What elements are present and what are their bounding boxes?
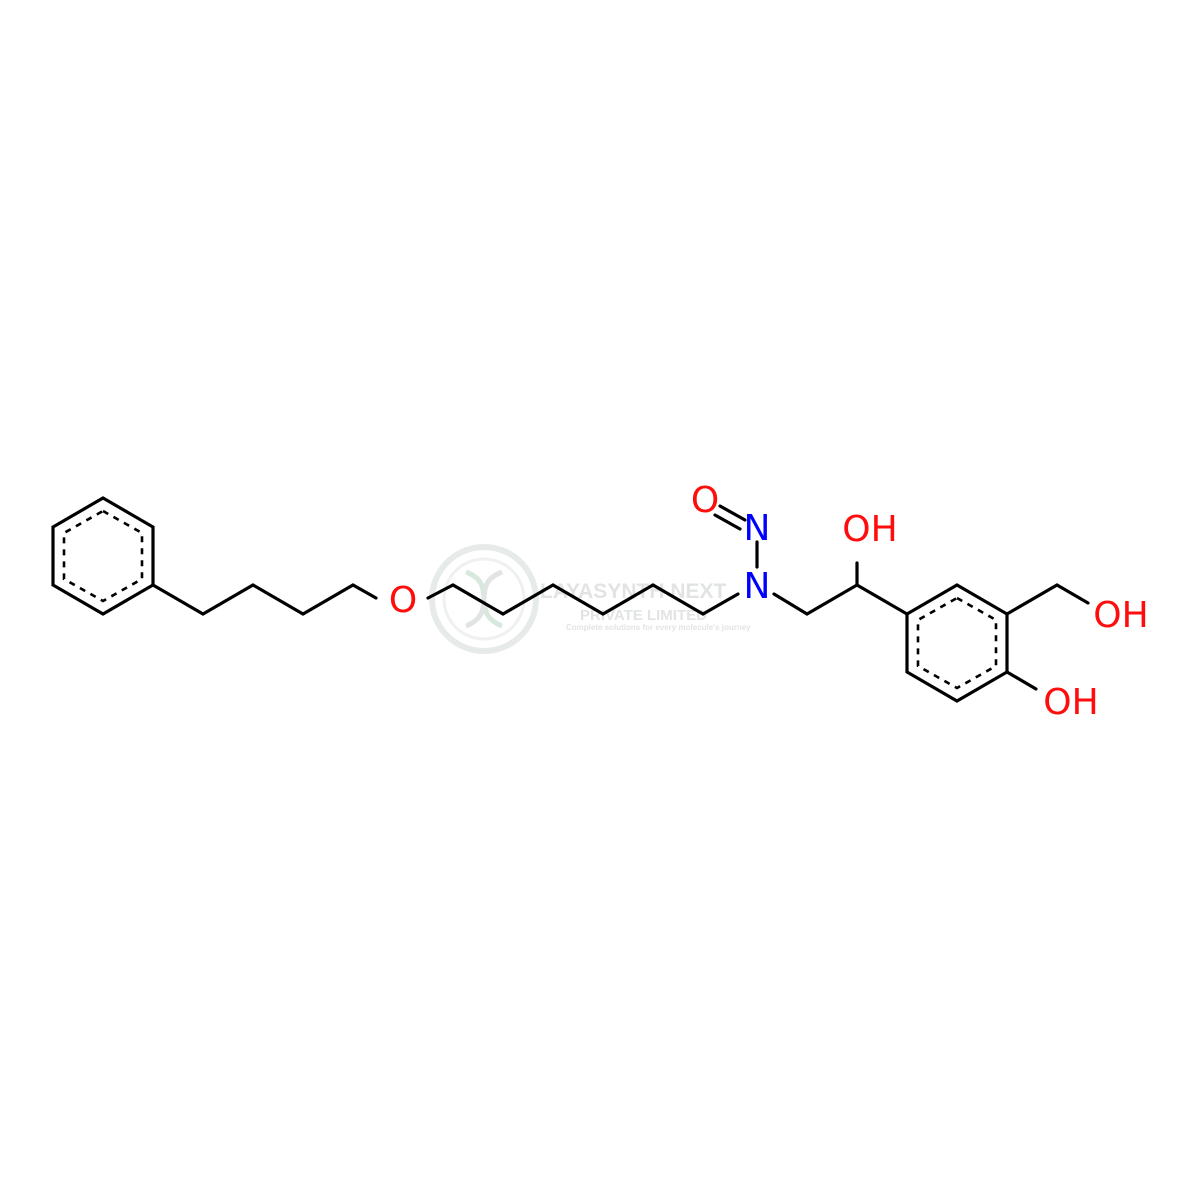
phenyl-ring [51, 496, 155, 616]
watermark-tagline: Complete solutions for every molecule's … [566, 623, 751, 632]
phenol-bond [1005, 670, 1038, 691]
n-o-double-bond-a [718, 504, 747, 522]
phenyl-ring-aromatic [62, 509, 144, 603]
hydroxyphenyl-ring-outline [905, 583, 1009, 703]
nitroso-oxygen-label: O [691, 480, 719, 521]
amine-nitrogen-label: N [744, 566, 771, 607]
hydroxyl-label-3: OH [1043, 682, 1098, 723]
hydroxyl-label-2: OH [1093, 595, 1148, 636]
ether-oxygen-label: O [389, 580, 417, 621]
watermark-ring [429, 544, 539, 654]
watermark-helix-icon [464, 569, 504, 629]
watermark-line2: PRIVATE LIMITED [580, 607, 707, 624]
phenyl-ring-outline [51, 496, 155, 616]
watermark-logo: LAYASYNTH NEXT PRIVATE LIMITED Complete … [429, 544, 751, 654]
ring-link-bond [855, 583, 909, 616]
hydroxyphenyl-ring [905, 583, 1090, 703]
ethanol-chain [772, 561, 859, 616]
hydroxyl-label-1: OH [842, 509, 897, 550]
hexyl-chain [426, 583, 740, 616]
butyl-ether-chain [151, 583, 740, 616]
butyl-chain [151, 583, 378, 616]
watermark-inner-ring [442, 557, 526, 641]
nitroso-nitrogen-label: N [744, 508, 771, 549]
hydroxyphenyl-ring-aromatic [916, 596, 998, 690]
hydroxymethyl-bond [1005, 583, 1090, 616]
watermark-helix-strand-icon [464, 569, 504, 629]
nitroso-amine [713, 504, 909, 616]
n-o-double-bond-b [713, 513, 742, 531]
watermark-line1: LAYASYNTH NEXT [540, 580, 726, 603]
